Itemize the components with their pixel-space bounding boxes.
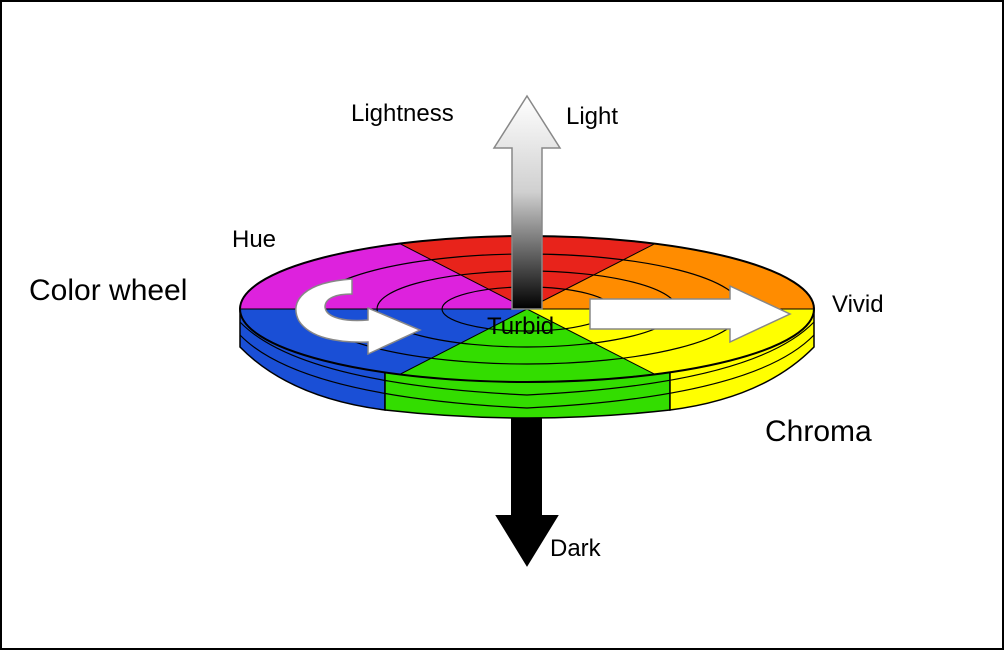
side-ring-line-2	[239, 334, 815, 409]
hue-arrow	[295, 278, 422, 356]
sector-green	[385, 309, 670, 382]
dark-arrow	[495, 399, 559, 567]
chroma-arrow	[589, 284, 792, 344]
color-wheel-label: Color wheel	[29, 274, 188, 307]
side-ring-line-1	[239, 321, 815, 396]
vivid-label: Vivid	[832, 291, 884, 318]
chroma-label: Chroma	[765, 415, 872, 448]
turbid-label: Turbid	[487, 313, 555, 340]
hue-label: Hue	[232, 226, 277, 253]
dark-label: Dark	[550, 535, 601, 562]
light-label: Light	[566, 103, 619, 130]
light-arrow	[492, 94, 562, 310]
lightness-label: Lightness	[351, 100, 454, 127]
